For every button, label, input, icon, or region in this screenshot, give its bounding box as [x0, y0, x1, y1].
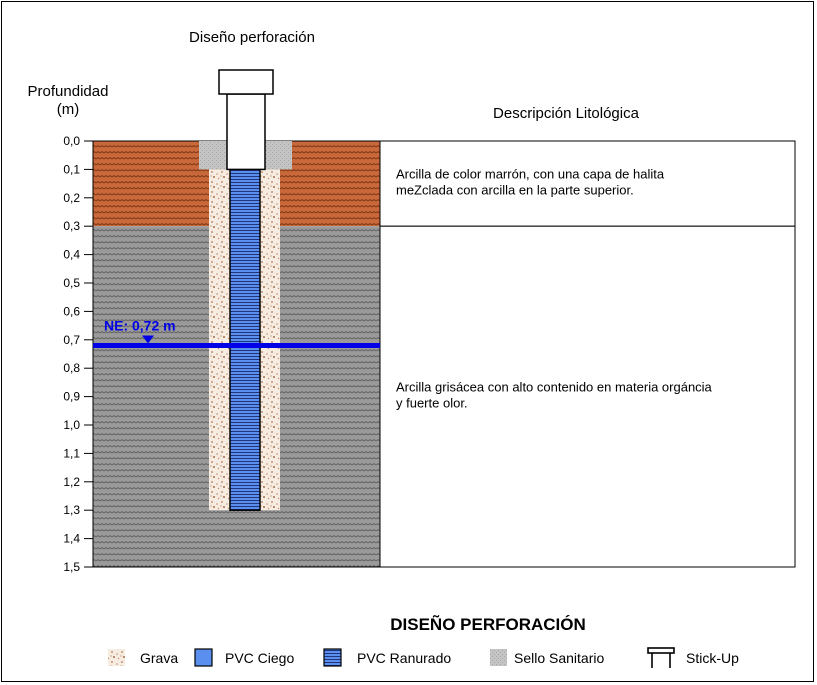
- well-construction: [199, 69, 292, 511]
- water-level-label: NE: 0,72 m: [104, 317, 176, 333]
- depth-tick-label: 0,4: [63, 248, 80, 262]
- water-level-marker-icon: [142, 335, 154, 344]
- legend-blank-pvc-label: PVC Ciego: [225, 650, 294, 666]
- depth-tick-label: 0,5: [63, 276, 80, 290]
- layer-description-1-line1: Arcilla de color marrón, con una capa de…: [396, 167, 665, 182]
- slotted-pvc-casing: [229, 168, 261, 511]
- legend-stick-up-icon: [647, 647, 675, 668]
- legend-gravel-label: Grava: [140, 650, 178, 666]
- depth-tick-label: 1,0: [63, 418, 80, 432]
- depth-tick-label: 0,1: [63, 162, 80, 176]
- depth-tick-label: 1,2: [63, 475, 80, 489]
- depth-axis-unit: (m): [57, 101, 80, 118]
- description-cell-2: [379, 225, 796, 568]
- depth-tick-label: 0,7: [63, 333, 80, 347]
- diagram-header: Diseño perforación: [189, 29, 315, 46]
- depth-tick-label: 0,9: [63, 390, 80, 404]
- lithology-header: Descripción Litológica: [493, 105, 640, 122]
- depth-tick-label: 0,8: [63, 361, 80, 375]
- depth-tick-label: 0,3: [63, 219, 80, 233]
- depth-axis-label: Profundidad: [28, 83, 109, 100]
- depth-tick-label: 1,1: [63, 446, 80, 460]
- legend-blank-pvc-swatch: [194, 648, 213, 667]
- lithology-descriptions: Arcilla de color marrón, con una capa de…: [379, 140, 796, 568]
- depth-tick-label: 1,3: [63, 503, 80, 517]
- depth-tick-label: 0,0: [63, 134, 80, 148]
- stick-up-cap: [218, 69, 274, 95]
- stick-up-casing: [226, 93, 266, 171]
- depth-axis: 0,0 0,1 0,2 0,3 0,4 0,5 0,6 0,7 0,8 0,9 1,0 1,1 1,2 1…: [63, 134, 93, 574]
- legend-slotted-pvc-label: PVC Ranurado: [357, 650, 451, 666]
- legend-sanitary-seal-swatch: [490, 649, 507, 666]
- layer-description-2-line1: Arcilla grisácea con alto contenido en m…: [396, 380, 713, 395]
- layer-description-1-line2: meZclada con arcilla en la parte superio…: [396, 183, 634, 198]
- layer-description-2-line2: y fuerte olor.: [396, 396, 468, 411]
- legend: Grava PVC Ciego PVC Ranurado Sello Sanit…: [108, 647, 739, 668]
- description-cell-1: [379, 140, 796, 227]
- legend-slotted-pvc-swatch: [323, 648, 342, 667]
- depth-tick-label: 1,4: [63, 532, 80, 546]
- water-level: NE: 0,72 m: [93, 317, 380, 348]
- depth-tick-label: 0,6: [63, 304, 80, 318]
- depth-tick-label: 0,2: [63, 191, 80, 205]
- legend-title: DISEÑO PERFORACIÓN: [390, 614, 586, 634]
- legend-gravel-swatch: [108, 649, 125, 666]
- legend-stick-up-label: Stick-Up: [686, 650, 739, 666]
- depth-tick-label: 1,5: [63, 560, 80, 574]
- legend-sanitary-seal-label: Sello Sanitario: [514, 650, 604, 666]
